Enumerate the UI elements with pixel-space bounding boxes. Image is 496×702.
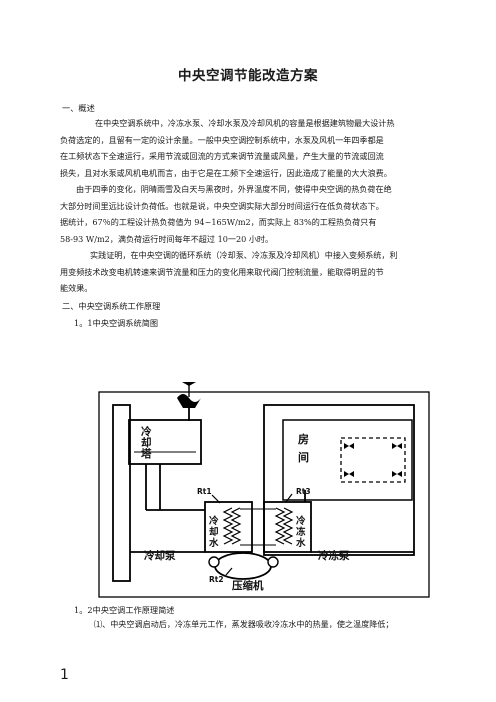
condenser-box (204, 501, 253, 553)
para3-line: 用变频技术改变电机转速来调节流量和压力的变化用来取代阀门控制流量，能取得明显的节 (60, 266, 384, 277)
para2-line: 据统计，67％的工程设计热负荷值为 94~165W/m2，而实际上 83%的工程… (60, 217, 377, 228)
para3-line: 实践证明，在中央空调的循环系统（冷却泵、冷冻泵及冷却风机）中接入变频系统，利 (90, 250, 398, 260)
room-loop-box (263, 404, 415, 556)
chilled-water-label-3: 水 (296, 537, 306, 549)
chilled-water-label-1: 冷 (296, 515, 306, 527)
fan-icon (392, 443, 402, 449)
evaporator-coil (274, 507, 286, 545)
rt3-sensor-lead (285, 493, 293, 503)
rt1-label: Rt1 (197, 487, 212, 496)
tower-fan-icon (177, 382, 201, 408)
compressor-label: 压缩机 (232, 579, 264, 592)
para2-line: 大部分时间里远比设计负荷低。也就是说，中央空调实际大部分时间运行在低负荷状态下。 (60, 200, 384, 211)
room-label-2: 间 (298, 451, 309, 464)
cooling-tower-label-1: 冷 (141, 425, 152, 438)
para2-line: 由于四季的变化，阴晴雨雪及白天与黑夜时，外界温度不同，使得中央空调的热负荷在绝 (76, 184, 392, 194)
chilled-water-label-2: 冻 (296, 526, 306, 538)
cooling-pump-label: 冷却泵 (144, 549, 176, 562)
fan-icon (344, 471, 354, 477)
fan-coil-fans (344, 443, 402, 477)
para2-line: 58-93 W/m2，满负荷运行时间每年不超过 10一20 小时。 (60, 233, 274, 244)
cooling-tower-label-2: 却 (141, 436, 152, 449)
room-box (282, 419, 413, 501)
fan-coil-dashed (340, 437, 406, 483)
section-heading-overview: 一、概述 (62, 103, 95, 113)
paragraph-1: 在中央空调系统中，冷冻水泵、冷却水泵及冷却风机的容量是根据建筑物最大设计热 负荷… (60, 115, 437, 181)
condenser-coil-2 (230, 507, 242, 545)
cooling-tower-box (128, 419, 202, 465)
rt1-sensor-lead (211, 494, 221, 504)
rt2-sensor-lead (225, 567, 233, 576)
summary-line: ⑴、中央空调启动后，冷冻单元工作，蒸发器吸收冷冻水中的热量，使之温度降低； (94, 619, 394, 629)
subsection-heading-summary: 1。2中央空调工作原理简述 (74, 605, 175, 615)
cooling-pump-symbol (208, 556, 220, 568)
cooling-water-label-1: 冷 (209, 515, 219, 527)
para1-line: 在中央空调系统中，冷冻水泵、冷却水泵及冷却风机的容量是根据建筑物最大设计热 (95, 118, 395, 128)
page-number: 1 (60, 667, 69, 683)
fan-icon (392, 471, 402, 477)
paragraph-4: ⑴、中央空调启动后，冷冻单元工作，蒸发器吸收冷冻水中的热量，使之温度降低； (94, 616, 439, 633)
page-title: 中央空调节能改造方案 (178, 68, 318, 84)
condenser-coil (222, 507, 234, 545)
para1-line: 损失，且对水泵或风机电机而言，由于它是在工频下全速运行，因此造成了能量的大大浪费… (60, 167, 392, 178)
rt3-label: Rt3 (296, 487, 311, 496)
diagram-frame (98, 391, 430, 598)
para3-line: 能效果。 (60, 283, 93, 294)
room-label-1: 房 (298, 432, 309, 446)
paragraph-3: 实践证明，在中央空调的循环系统（冷却泵、冷冻泵及冷却风机）中接入变频系统，利 用… (60, 247, 437, 297)
paragraph-2: 由于四季的变化，阴晴雨雪及白天与黑夜时，外界温度不同，使得中央空调的热负荷在绝 … (60, 181, 437, 247)
evaporator-box (263, 501, 312, 553)
rt2-label: Rt2 (209, 575, 224, 584)
cooling-water-label-2: 却 (209, 526, 219, 538)
fan-icon (344, 443, 354, 449)
cooling-water-label-3: 水 (209, 537, 219, 549)
para1-line: 负荷选定的，且留有一定的设计余量。一般中央空调控制系统中，水泵及风机一年四季都是 (60, 134, 384, 145)
evaporator-coil-2 (282, 507, 294, 545)
chilled-pump-symbol (267, 556, 279, 568)
para1-line: 在工频状态下全速运行，采用节流或回流的方式来调节流量或风量，产生大量的节流或回流 (60, 151, 384, 162)
section-heading-principle: 二、中央空调系统工作原理 (62, 301, 161, 311)
chilled-pump-label: 冷冻泵 (318, 549, 350, 562)
subsection-heading-diagram: 1。1中央空调系统简图 (74, 318, 159, 328)
left-pipe-loop (112, 404, 131, 582)
cooling-tower-label-3: 塔 (141, 447, 152, 460)
